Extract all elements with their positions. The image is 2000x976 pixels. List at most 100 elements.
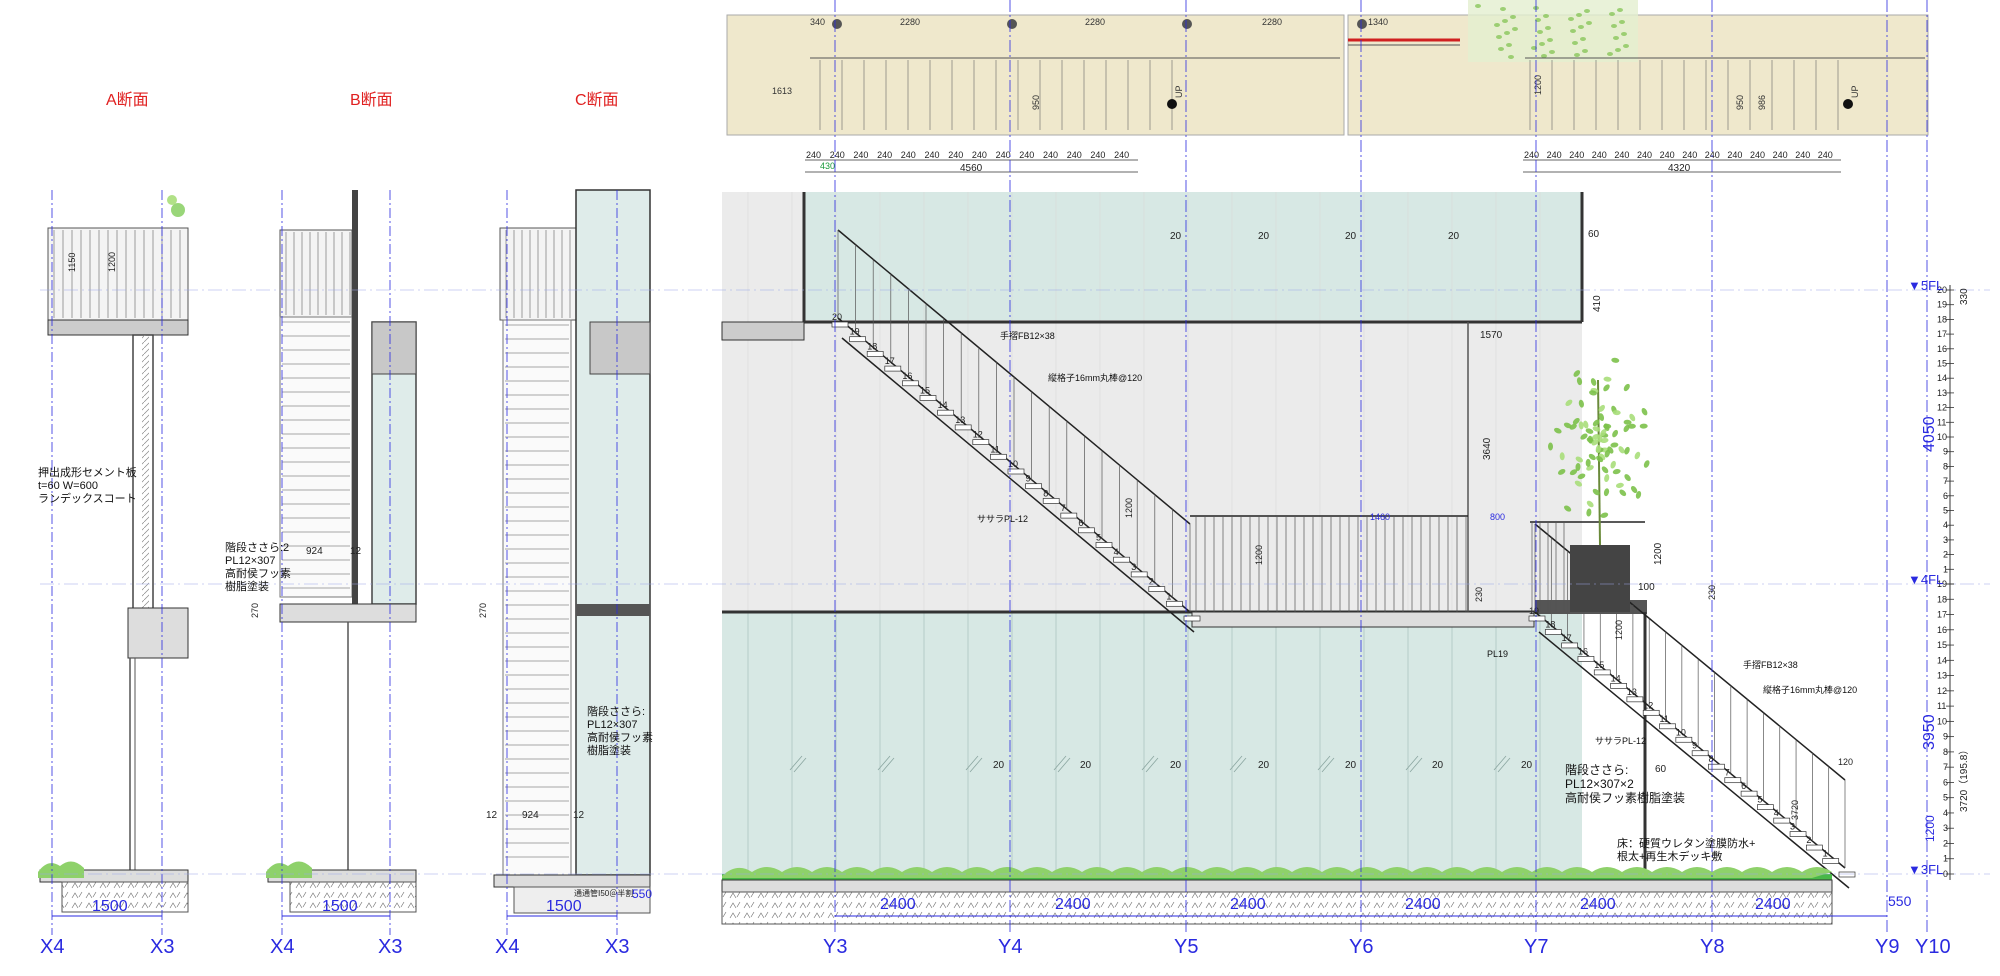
dim-1200-rail: 1200 [1653, 542, 1664, 565]
scale-number: 2 [1943, 838, 1948, 848]
span-dim-2400: 2400 [1405, 896, 1441, 913]
scale-number: 13 [1937, 388, 1947, 398]
tree-leaf [1586, 437, 1595, 444]
step-number: 12 [973, 430, 983, 440]
c-treads [505, 324, 569, 858]
tread [1593, 669, 1611, 676]
tree-leaf [1588, 453, 1596, 461]
dim-3720-stair: 3720 [1790, 800, 1800, 820]
plan-tread-dim: 240 [853, 150, 868, 160]
a-mid-slab [127, 607, 189, 659]
tread [884, 365, 902, 372]
step-number: 18 [1545, 619, 1555, 629]
grid-label-x3: X3 [150, 936, 174, 958]
tree-leaf [1603, 488, 1610, 497]
plan-leaf [1609, 12, 1615, 16]
tread [972, 439, 990, 445]
tree-leaf [1577, 473, 1586, 480]
plan-leaf [1586, 21, 1592, 25]
c-stair-elevation [502, 319, 572, 876]
step-number: 8 [1708, 754, 1713, 764]
scale-number: 1 [1943, 854, 1948, 864]
plan-leaf [1580, 37, 1586, 41]
plan-leaf [1537, 30, 1543, 34]
plan-posts [832, 19, 1367, 29]
grid-label-x4: X4 [495, 936, 519, 958]
tree-leaf [1619, 489, 1627, 497]
tree-leaf [1635, 491, 1642, 499]
dim-1200-mid: 1200 [1254, 545, 1264, 565]
c-glass [575, 189, 651, 876]
a-ground [61, 881, 189, 913]
reflection-stroke [1409, 757, 1423, 773]
main-5f-landing [721, 321, 805, 341]
main-shrubs [722, 867, 1832, 878]
scale-number: 3 [1943, 823, 1948, 833]
note-main-stringer: 階段ささら: PL12×307×2 高耐侯フッ素樹脂塗装 [1565, 763, 1686, 805]
tread [1822, 858, 1840, 864]
tread [1078, 527, 1095, 534]
glass-dim-20: 20 [1170, 231, 1182, 242]
tree-leaf [1569, 423, 1577, 430]
tread [1691, 750, 1709, 757]
plan-leaf [1510, 15, 1516, 19]
plan-dim-950: 950 [1031, 95, 1041, 110]
plan-leaf [1506, 43, 1512, 47]
step-number: 17 [1562, 633, 1572, 643]
tread [1740, 790, 1758, 797]
plan-tread-dim: 240 [830, 150, 845, 160]
step-number: 4 [1774, 808, 1779, 818]
note-sasara-upper: ササラPL-12 [977, 514, 1029, 524]
step-number: 20 [832, 312, 842, 322]
tree-leaf [1598, 404, 1605, 412]
tread [1148, 586, 1166, 592]
b-mid-slab [279, 603, 417, 623]
tree-leaf [1578, 421, 1584, 430]
plan-dim-2280-c: 2280 [1262, 17, 1282, 27]
glass-dim-20: 20 [1345, 231, 1357, 242]
plan-total-left: 4560 [960, 163, 983, 174]
plan-tread-dim: 240 [1818, 150, 1833, 160]
step-number: 6 [1741, 781, 1746, 791]
tree-leaf [1612, 429, 1619, 438]
grid-label-y4: Y4 [998, 936, 1022, 958]
tree-leaf [1583, 420, 1589, 429]
scale-number: 19 [1937, 579, 1947, 589]
plan-tread-dim: 240 [1727, 150, 1742, 160]
tread [1561, 642, 1578, 649]
note-cement-board: 押出成形セメント板 t=60 W=600 ランデックスコート [38, 467, 137, 505]
scale-number: 18 [1937, 594, 1947, 604]
c-glass-band [589, 321, 651, 375]
tree-leaf [1592, 419, 1600, 427]
plan-tread-dim: 240 [1637, 150, 1652, 160]
c-mid-slab [576, 604, 650, 616]
tree-leaf [1595, 445, 1601, 453]
plan-dim-986: 986 [1757, 95, 1767, 110]
note-floor: 床：硬質ウレタン塗膜防水+ 根太+再生木デッキ敷 [1617, 838, 1756, 863]
tree-leaf [1627, 423, 1636, 429]
step-number: 10 [1008, 459, 1018, 469]
tread [1626, 696, 1644, 703]
glass-dim-20: 20 [1080, 760, 1092, 771]
plan-leaf [1500, 7, 1506, 11]
step-number: 13 [1627, 687, 1637, 697]
glass-dim-20: 20 [1345, 760, 1357, 771]
tree-leaf [1615, 482, 1624, 488]
tree-leaf [1624, 474, 1631, 482]
dim-3640: 3640 [1482, 437, 1493, 460]
b-dim-12: 12 [350, 546, 362, 557]
tree-leaf [1573, 370, 1581, 377]
step-number: 2 [1149, 577, 1154, 587]
scale-number: 13 [1937, 671, 1947, 681]
scale-number: 14 [1937, 655, 1947, 665]
dim-1460: 1460 [1370, 512, 1390, 522]
plan-stair-dot-left [1167, 99, 1177, 109]
tree-leaf [1610, 442, 1619, 448]
reflection-stroke [965, 755, 979, 771]
plan-leaf [1496, 35, 1502, 39]
c-dim-550: 550 [632, 887, 652, 901]
step-number: 15 [920, 386, 930, 396]
plan-tread-dim: 240 [996, 150, 1011, 160]
